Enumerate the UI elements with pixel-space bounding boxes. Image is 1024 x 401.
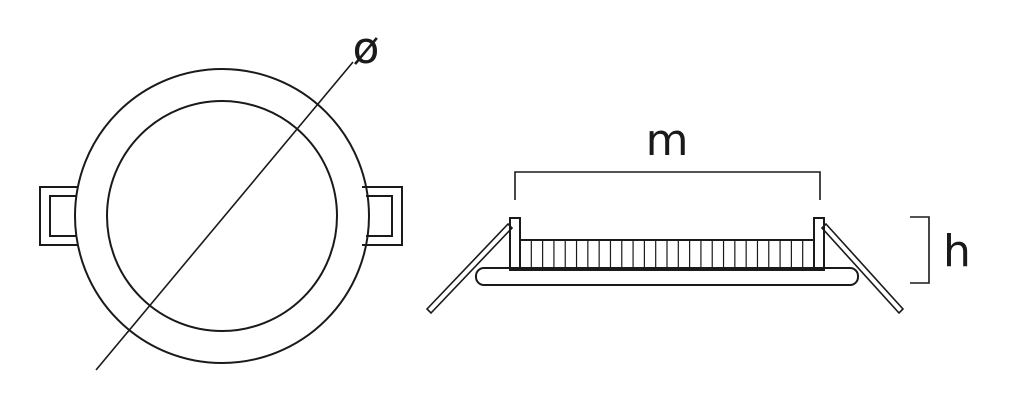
width-dimension-bracket — [514, 171, 821, 200]
width-label: m — [646, 115, 689, 166]
height-label: h — [943, 226, 971, 277]
left-end-bracket — [509, 217, 521, 271]
diameter-line — [95, 61, 354, 371]
left-spring-arm — [425, 222, 514, 315]
height-dimension-bracket — [910, 216, 930, 284]
top-view: ø — [39, 23, 403, 371]
right-clip-inner — [366, 195, 393, 237]
right-end-bracket — [813, 217, 825, 271]
right-clip-outer — [362, 186, 403, 246]
diameter-label: ø — [353, 23, 380, 74]
left-clip-inner — [49, 195, 76, 237]
left-clip-outer — [39, 186, 78, 246]
right-spring-arm — [820, 222, 905, 315]
body-fins — [530, 240, 804, 270]
inner-diffuser — [106, 100, 338, 332]
outer-rim — [74, 68, 370, 364]
side-view: m h — [425, 115, 971, 315]
front-panel — [475, 267, 859, 286]
